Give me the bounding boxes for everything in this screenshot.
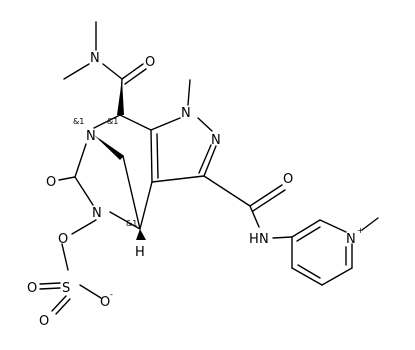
bond-s-o-minus [79,284,102,299]
atom-o-urea: O [46,175,56,190]
atom-n-nh: N [259,232,269,247]
wedge-bridge-bold [94,135,124,160]
bond-py-c2-c2-inner [296,226,321,242]
bond-co-double-2 [124,68,147,85]
bond-c3-c3a [151,175,205,183]
bond-bridgehead-c3a [139,181,153,230]
bond-carboxamide-o-2 [252,189,286,212]
atom-n-pyridinium: N [346,232,356,247]
stereo-label-2: &1 [126,219,137,228]
atom-o-carboxamide: O [283,172,293,187]
bond-py-c6-c5 [321,267,353,286]
bond-urea-co [58,176,76,181]
wedge-bridgehead-h [136,229,146,240]
bond-n2-c3-inner [198,144,212,174]
bond-c7a-n1 [150,117,181,131]
atom-h-nh: H [249,232,259,247]
bond-n1-n2 [197,117,213,132]
atom-o-amide: O [145,55,155,70]
bond-py-c5-c4 [291,267,323,286]
bond-py-c2-n [319,219,347,233]
bond-c3-carbonyl [203,175,251,207]
atom-o-sulfate-left: O [27,281,37,296]
bond-n2-c3 [203,145,217,177]
atom-n-bridge: N [86,129,96,144]
bond-ch2-bridgehead [122,155,141,230]
bond-urea-n [74,176,94,206]
wedge-hash-stereocenter [117,79,124,115]
charge-plus: + [357,226,364,235]
atom-n-pyrazole-1: N [181,106,191,121]
bond-nbridge-carbonyl [74,143,87,178]
bond-c7a-c3a [150,129,153,183]
bond-carbonyl-nh [249,205,260,228]
atom-o-link: O [58,232,68,247]
atom-n-pyrazole-2: N [211,133,221,148]
bond-stereocenter-c7a [119,114,152,131]
bond-n-methyl-left [63,63,90,80]
atom-o-sulfate-down: O [39,314,49,329]
atom-labels: N O N N N &1 &1 O N O &1 H O H N N + S O… [27,51,364,329]
charge-minus: - [110,290,113,299]
atom-h-bridgehead: H [135,245,145,260]
bond-co-double-1 [121,63,144,80]
bond-s-o-left-2 [39,287,61,290]
stereo-label-1: &1 [73,117,84,126]
bond-n-o-link [71,219,97,235]
bond-stereocenter-nbridge [93,114,121,129]
atom-n-amide: N [90,51,100,66]
atom-n-urea: N [92,206,102,221]
bond-py-c3-c2 [291,219,321,238]
bond-s-o-left [39,282,61,285]
atom-o-sulfate-minus: O [100,295,110,310]
bond-n1-methyl [187,79,191,106]
bond-carboxamide-o [249,184,283,207]
bond-s-o-down-2 [55,298,71,315]
bond-o-s [61,243,69,271]
stereo-label-3: &1 [107,117,118,126]
atom-s-sulfate: S [62,281,70,296]
bond-s-o-down [51,295,67,312]
bond-c7a-c3a-inner [156,133,159,179]
bond-py-n-methyl [361,217,379,231]
bond-n-carbonyl [102,63,123,80]
bond-n-bridgehead [109,211,141,230]
bond-py-c5-c4-inner [297,264,321,279]
bond-nh-ring [272,236,293,239]
